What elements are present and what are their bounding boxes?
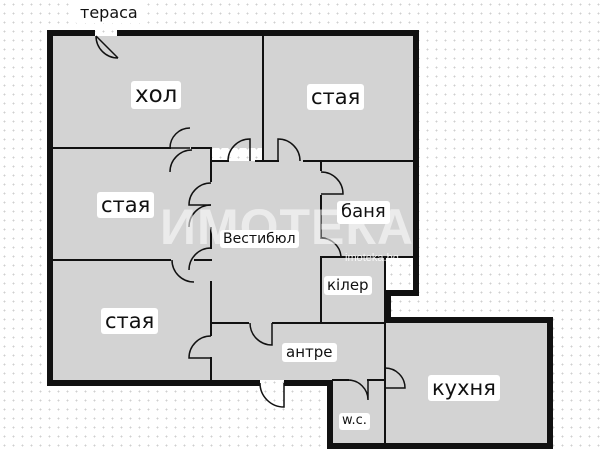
room-fill-wc (333, 380, 385, 443)
door-swing-vestibule-bottom (249, 322, 273, 346)
label-hall: хол (131, 81, 182, 110)
door-swings (95, 35, 406, 408)
door-swing-vestibule-left-2 (188, 204, 212, 228)
label-terrace: тераса (74, 3, 144, 24)
door-swing-front-door (259, 382, 285, 408)
label-vestibule: Вестибюл (220, 230, 299, 249)
door-swing-vestibule-top-left (227, 138, 251, 162)
door-swing-bathroom (320, 171, 344, 195)
label-room-left-middle: стая (97, 192, 155, 219)
interior-walls (52, 35, 414, 444)
door-swing-wc (347, 379, 369, 401)
door-swing-left-bottom (171, 259, 195, 283)
label-bathroom: баня (337, 201, 390, 224)
watermark-domain: imoteka.bg (345, 252, 399, 264)
label-kitchen: кухня (428, 375, 500, 402)
label-storage: кілер (324, 276, 372, 296)
exterior-wall-outline (47, 30, 260, 386)
door-swing-terrace (95, 35, 119, 59)
label-room-left-bottom: стая (101, 308, 159, 335)
door-swing-hall (169, 127, 191, 149)
label-room-top-right: стая (307, 84, 365, 111)
exterior-wall-top (117, 30, 553, 449)
door-swing-kitchen (384, 367, 406, 389)
door-swing-entrance-left (188, 335, 212, 359)
door-swing-vestibule-left (188, 182, 212, 206)
door-swing-vestibule-top-right (277, 138, 301, 162)
door-swing-left-bottom-2 (188, 247, 212, 271)
exterior-walls (47, 30, 553, 449)
door-swing-storage (320, 237, 342, 259)
door-swing-left-middle (169, 149, 193, 173)
label-entrance: антре (282, 343, 337, 363)
label-wc: w.c. (339, 413, 370, 430)
